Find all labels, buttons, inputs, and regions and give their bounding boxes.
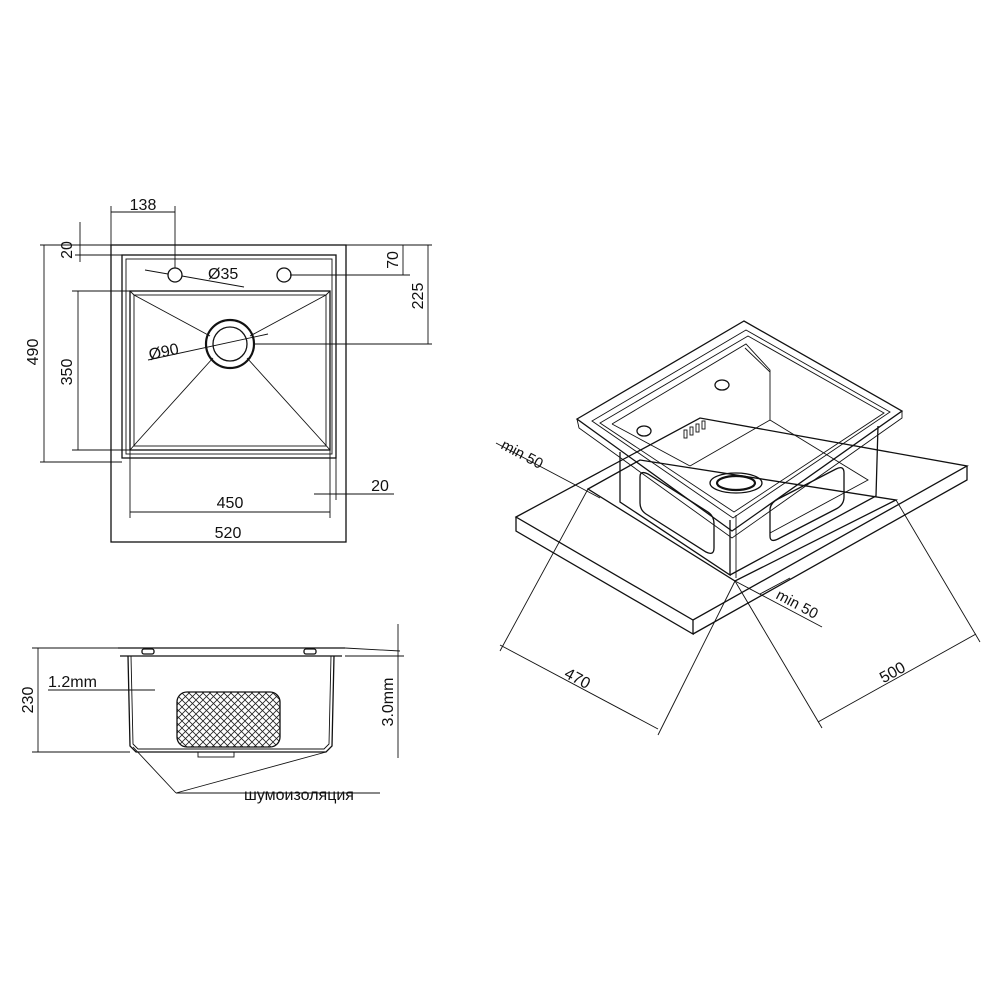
iso-view: min 50 min 50 470 500 <box>495 320 981 736</box>
dim-rim-width-label: 20 <box>371 478 389 495</box>
dim-total-depth <box>40 244 122 463</box>
mount-clip-right <box>303 648 317 655</box>
dim-drain-position <box>254 244 432 345</box>
bowl-inner-slope-2 <box>744 347 771 373</box>
drain-stub <box>197 751 235 758</box>
dim-cutout-width <box>499 488 736 736</box>
dim-deck-thickness <box>345 624 404 758</box>
dim-bowl-width <box>129 450 331 518</box>
dim-tap-offset-label: 138 <box>130 197 157 214</box>
insulation-label: шумоизоляция <box>244 787 354 804</box>
dim-bowl-width-label: 450 <box>217 495 244 512</box>
tap-hole-left <box>167 267 183 283</box>
dim-cutout-width-label: 470 <box>561 665 593 693</box>
bowl-body-left <box>619 452 731 577</box>
tap-diameter-leader <box>181 275 245 288</box>
sink-rim-inner-2 <box>599 335 885 513</box>
dim-height <box>32 647 130 753</box>
dim-drain-position-label: 225 <box>410 283 427 310</box>
sink-rim-thickness <box>576 411 903 539</box>
side-view: 230 1.2mm 3.0mm шумоизоляция <box>20 624 404 804</box>
dim-min-right-label: min 50 <box>773 587 821 623</box>
bowl-inner-outline <box>133 294 327 447</box>
insulation-leaders <box>132 746 380 794</box>
dim-bowl-depth <box>72 290 130 451</box>
insulation-pad <box>176 691 281 748</box>
countertop-front-left <box>515 517 694 636</box>
bowl-inner-back <box>611 343 771 425</box>
dim-cutout-depth <box>734 499 981 729</box>
dim-wall-thickness-label: 1.2mm <box>48 674 97 691</box>
countertop-cutout <box>586 459 899 582</box>
dim-top-margin <box>75 222 175 262</box>
sink-deck-inner-2 <box>125 258 333 455</box>
dim-total-depth-label: 490 <box>25 339 42 366</box>
dim-top-margin-label: 20 <box>59 241 76 259</box>
iso-drain-outer <box>709 472 763 494</box>
iso-drain-inner <box>715 474 757 492</box>
dim-min-right <box>734 577 823 628</box>
bowl-body-right <box>729 425 879 576</box>
tap-hole-right <box>276 267 292 283</box>
bowl-wall-inner <box>130 655 332 750</box>
top-view: 138 Ø35 20 70 225 490 <box>25 197 432 543</box>
dim-bowl-depth-label: 350 <box>59 359 76 386</box>
bowl-outline <box>129 290 331 451</box>
bowl-slope-lines <box>129 290 331 451</box>
dim-height-label: 230 <box>20 687 37 714</box>
dim-tap-row-label: 70 <box>385 251 402 269</box>
dim-tap-diameter-label: Ø35 <box>208 266 238 283</box>
dim-cutout-depth-label: 500 <box>877 659 909 687</box>
dim-min-left-label: min 50 <box>498 437 546 473</box>
bowl-inner-slope <box>611 423 691 467</box>
dim-deck-thickness-label: 3.0mm <box>380 678 397 727</box>
countertop-front-right <box>692 466 968 635</box>
dim-rim-width <box>314 458 394 500</box>
countertop-top <box>514 417 969 621</box>
dim-min-left <box>495 442 601 499</box>
deck-extension <box>344 647 401 652</box>
iso-tap-hole-left <box>636 425 652 437</box>
dim-total-width-label: 520 <box>215 525 242 542</box>
tap-axis <box>144 269 169 275</box>
iso-tap-hole-right <box>714 379 730 391</box>
sink-rim-outer <box>575 320 904 532</box>
insulation-window-right <box>769 467 845 542</box>
mount-clip-left <box>141 648 155 655</box>
insulation-window-left <box>639 471 715 554</box>
dim-tap-offset <box>110 206 176 268</box>
sink-deck-inner <box>121 254 337 459</box>
brand-logo-marks <box>683 420 706 439</box>
drain-inner <box>212 326 248 362</box>
sink-rim-inner <box>591 329 891 519</box>
dim-drain-diameter-label: Ø90 <box>147 341 180 364</box>
bowl-inner-front <box>689 419 869 534</box>
drain-diameter-leader <box>147 333 269 361</box>
